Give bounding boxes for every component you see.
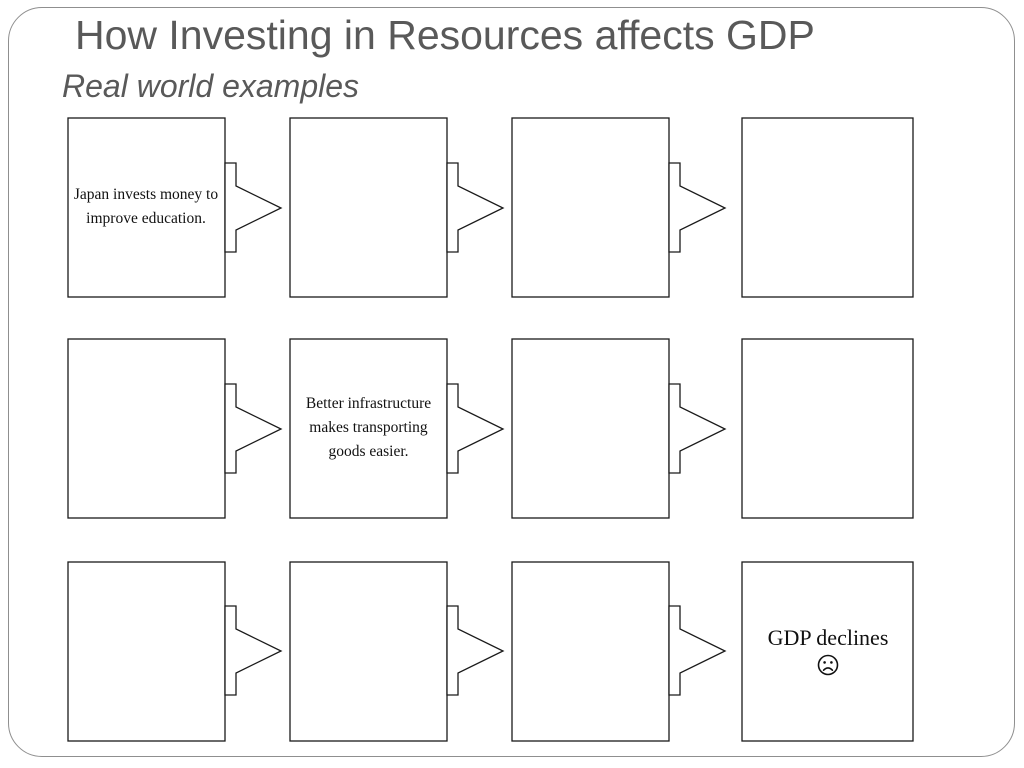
- arrow-r3c2: [446, 605, 505, 696]
- node-box-r3c1: [67, 561, 226, 742]
- arrow-r2c1: [224, 383, 283, 474]
- slide-subtitle: Real world examples: [62, 68, 360, 104]
- node-text-r2c2-content: Better infrastructure makes transporting…: [305, 395, 432, 460]
- node-box-r1c2: [289, 117, 448, 298]
- node-box-r3c3: [511, 561, 670, 742]
- arrow-r1c1: [224, 162, 283, 253]
- node-box-r1c4: [741, 117, 914, 298]
- node-text-r3c4: GDP declines: [744, 614, 912, 684]
- node-box-r2c4: [741, 338, 914, 519]
- slide-frame: [8, 7, 1015, 757]
- node-text-r2c2: Better infrastructure makes transporting…: [294, 366, 443, 490]
- arrow-r1c2: [446, 162, 505, 253]
- arrow-r2c2: [446, 383, 505, 474]
- arrow-r2c3: [668, 383, 727, 474]
- node-box-r1c1: [67, 117, 226, 298]
- arrow-r1c3: [668, 162, 727, 253]
- node-text-r1c1-content: Japan invests money to improve education…: [73, 186, 219, 227]
- arrow-r3c3: [668, 605, 727, 696]
- slide-title: How Investing in Resources affects GDP: [75, 12, 815, 58]
- arrow-r3c1: [224, 605, 283, 696]
- node-text-r3c4-content: GDP declines: [767, 625, 889, 650]
- node-box-r3c4: [741, 561, 914, 742]
- node-box-r1c3: [511, 117, 670, 298]
- node-box-r2c1: [67, 338, 226, 519]
- node-box-r2c3: [511, 338, 670, 519]
- sad-face-icon: [817, 654, 839, 676]
- node-box-r3c2: [289, 561, 448, 742]
- node-text-r1c1: Japan invests money to improve education…: [72, 170, 220, 244]
